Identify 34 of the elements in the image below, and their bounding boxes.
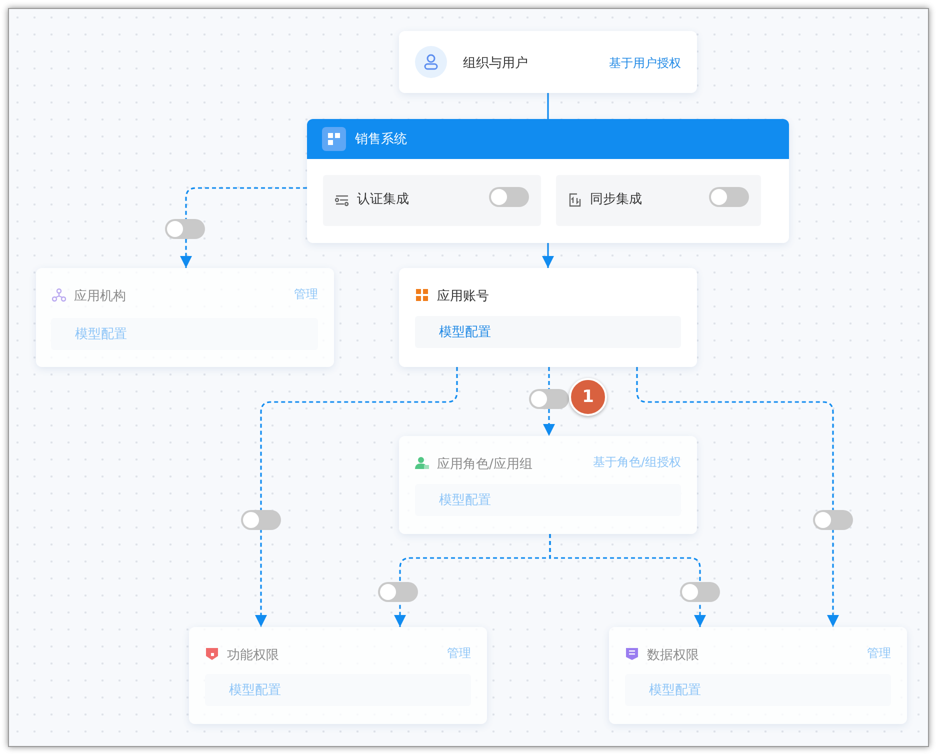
card xyxy=(399,436,697,534)
card xyxy=(399,31,697,93)
panel-title: 同步集成 xyxy=(590,191,642,208)
link-text: 管理 xyxy=(867,645,891,662)
config-link: 模型配置 xyxy=(649,682,701,699)
node-title: 应用角色/应用组 xyxy=(437,456,532,473)
config-link: 模型配置 xyxy=(439,324,491,341)
integration-panel xyxy=(556,175,761,226)
card xyxy=(609,627,907,724)
dashed-arrow xyxy=(636,367,839,627)
system-card xyxy=(307,119,789,243)
header-title: 销售系统 xyxy=(355,131,407,148)
panel-title: 认证集成 xyxy=(357,191,409,208)
link-text: 管理 xyxy=(447,645,471,662)
card xyxy=(399,268,697,367)
config-link: 模型配置 xyxy=(229,682,281,699)
connector-line xyxy=(547,93,549,119)
arrow xyxy=(542,243,554,268)
card xyxy=(36,268,334,367)
config-link: 模型配置 xyxy=(75,326,127,343)
integration-panel xyxy=(323,175,541,226)
node-title: 功能权限 xyxy=(227,647,279,664)
link-text: 管理 xyxy=(294,286,318,303)
node-title: 应用机构 xyxy=(74,288,126,305)
dashed-arrow xyxy=(180,187,307,268)
link-text: 基于用户授权 xyxy=(609,55,681,72)
node-title: 数据权限 xyxy=(647,647,699,664)
dashed-arrow xyxy=(255,367,458,627)
node-title: 组织与用户 xyxy=(463,55,528,72)
card xyxy=(189,627,487,724)
node-title: 应用账号 xyxy=(437,288,489,305)
dashed-arrow xyxy=(549,534,706,627)
config-link: 模型配置 xyxy=(439,492,491,509)
link-text: 基于角色/组授权 xyxy=(592,454,681,471)
